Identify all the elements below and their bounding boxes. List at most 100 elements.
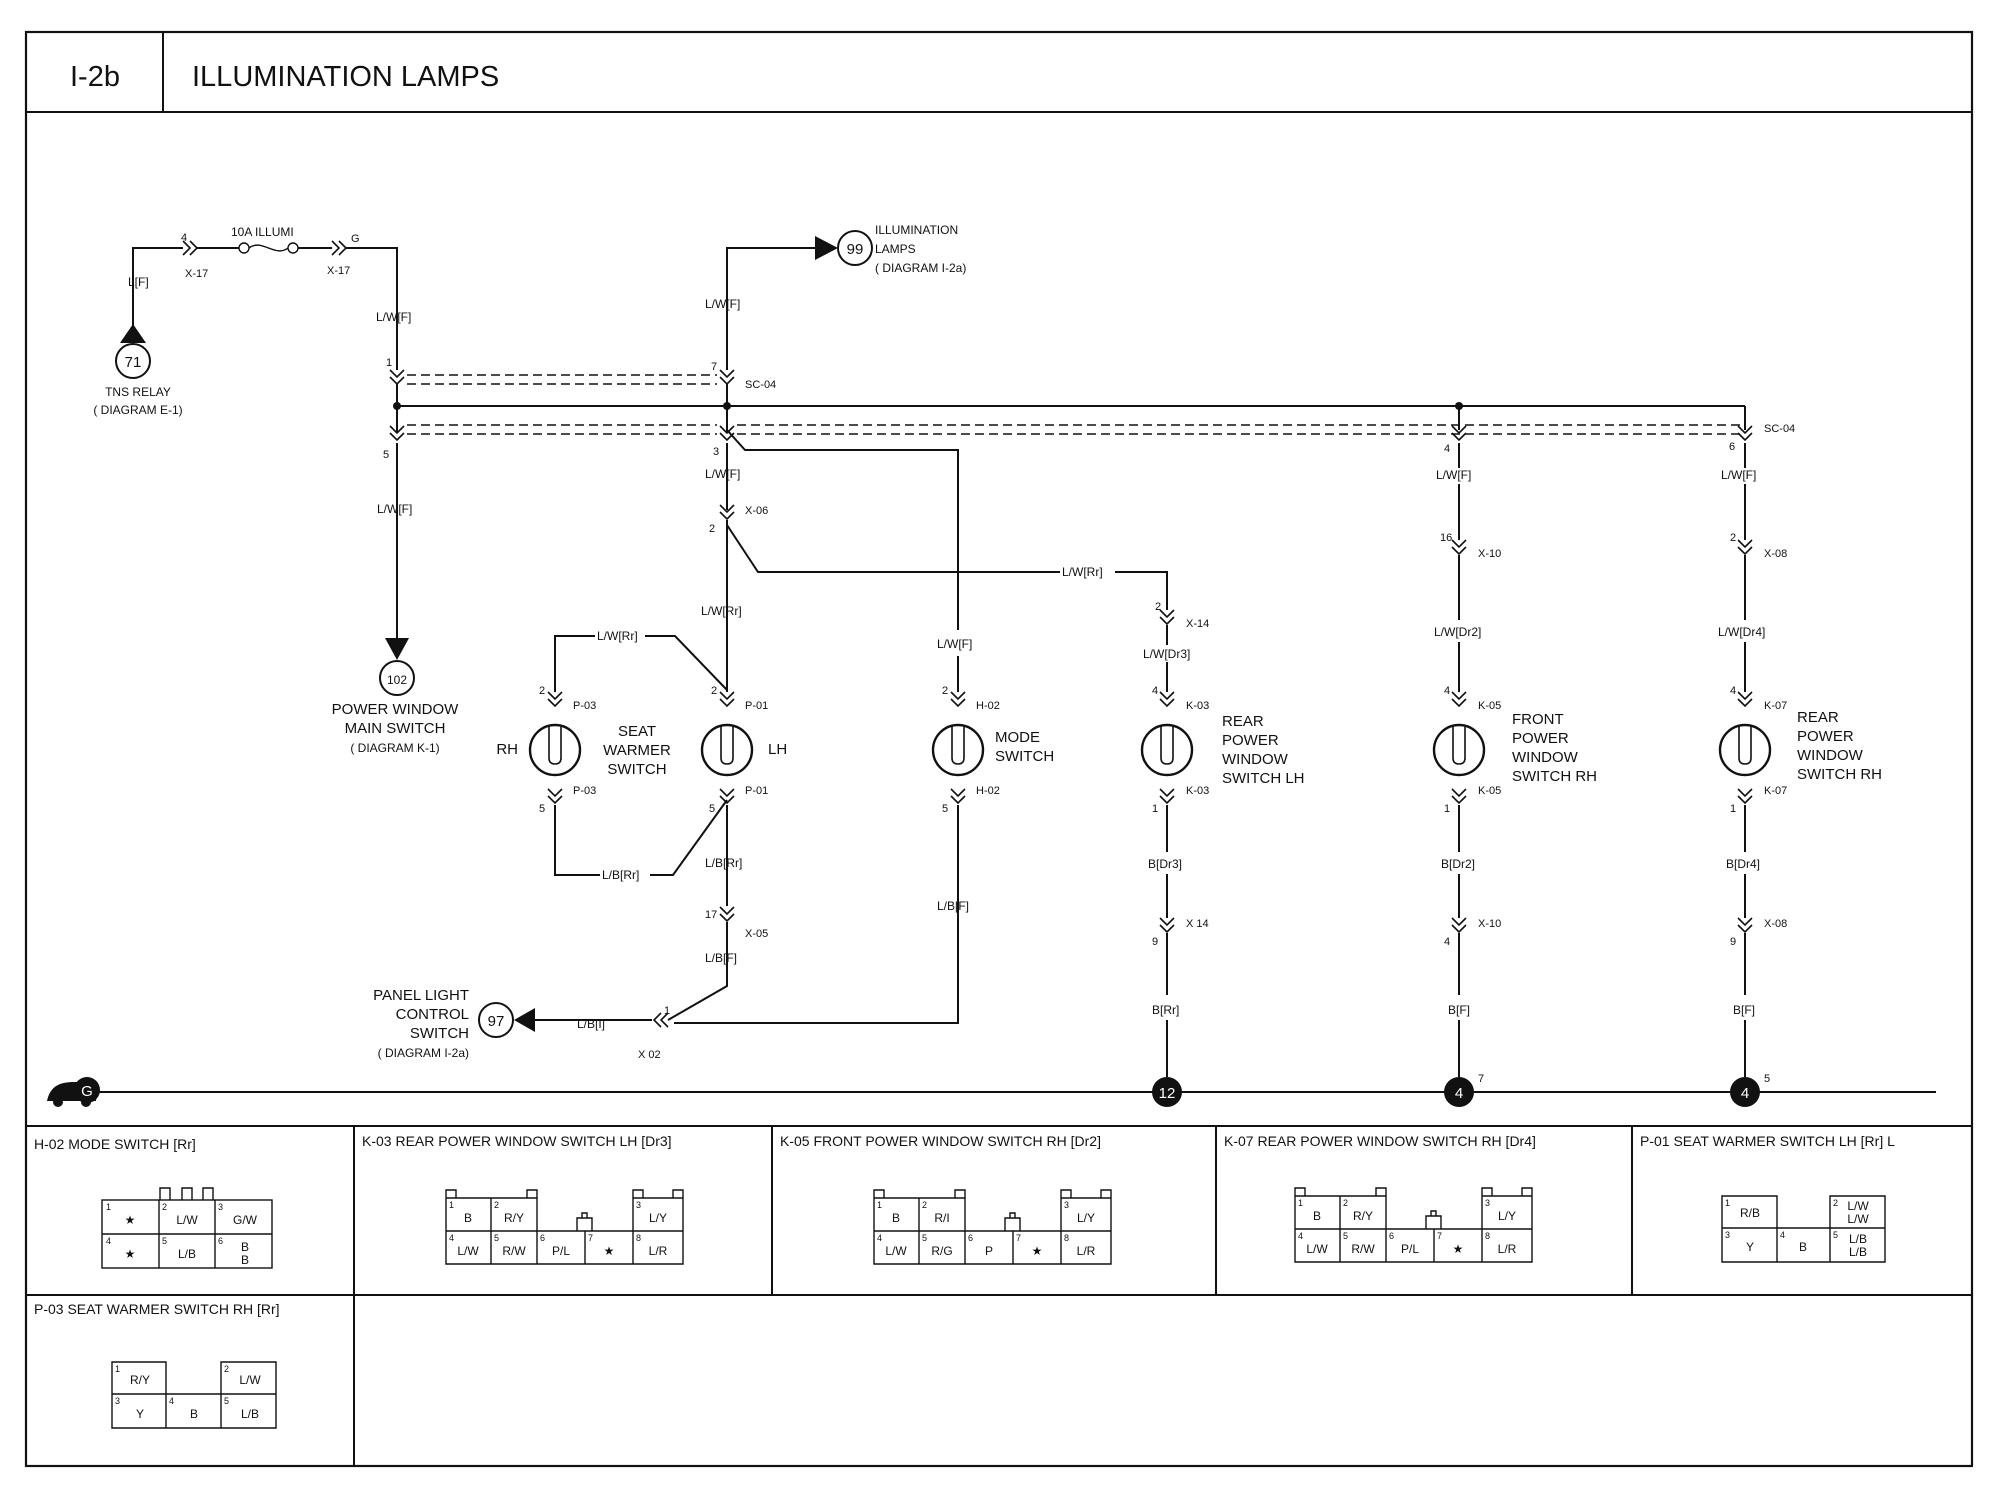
svg-text:4: 4 — [1730, 685, 1736, 697]
svg-text:4: 4 — [181, 232, 187, 244]
svg-text:2: 2 — [1343, 1198, 1348, 1208]
svg-text:8: 8 — [1485, 1231, 1490, 1241]
svg-text:WINDOW: WINDOW — [1797, 747, 1864, 764]
svg-text:2: 2 — [224, 1364, 229, 1374]
svg-text:SC-04: SC-04 — [745, 379, 776, 391]
svg-text:P/L: P/L — [552, 1244, 570, 1258]
svg-text:L/R: L/R — [1498, 1242, 1517, 1256]
svg-text:P: P — [985, 1244, 993, 1258]
svg-text:X-10: X-10 — [1478, 548, 1501, 560]
ground-4-badge-2 — [1730, 1077, 1760, 1107]
svg-text:4: 4 — [1741, 1085, 1749, 1102]
fuse-section: 10A ILLUMI 4 X-17 G X-17 L[F] 71 TNS REL… — [93, 225, 411, 417]
ground-4-badge — [1444, 1077, 1474, 1107]
svg-text:L/R: L/R — [649, 1244, 668, 1258]
svg-text:( DIAGRAM K-1): ( DIAGRAM K-1) — [350, 741, 439, 755]
svg-text:X 14: X 14 — [1186, 918, 1209, 930]
k05-connector-face: 1 B 2 R/I 3 L/Y 4 L/W 5 R/G 6 P 7 ★ 8 L/… — [873, 1189, 1112, 1265]
svg-text:1: 1 — [1730, 803, 1736, 815]
svg-text:6: 6 — [540, 1233, 545, 1243]
panel-k05-title: K-05 FRONT POWER WINDOW SWITCH RH [Dr2] — [780, 1133, 1101, 1149]
ref-badge-71 — [115, 343, 151, 379]
svg-text:6: 6 — [1729, 441, 1735, 453]
svg-text:6: 6 — [1389, 1231, 1394, 1241]
svg-text:4: 4 — [1298, 1231, 1303, 1241]
page-title: ILLUMINATION LAMPS — [192, 61, 499, 93]
svg-text:1: 1 — [449, 1200, 454, 1210]
svg-text:B: B — [190, 1407, 198, 1421]
svg-text:7: 7 — [1478, 1073, 1484, 1085]
svg-text:LAMPS: LAMPS — [875, 242, 916, 256]
rear-power-window-rh-label: REAR — [1797, 709, 1839, 726]
svg-text:2: 2 — [1155, 601, 1161, 613]
svg-text:K-05: K-05 — [1478, 785, 1501, 797]
svg-text:2: 2 — [709, 523, 715, 535]
svg-text:1: 1 — [386, 357, 392, 369]
rear-power-window-rh-column: L/W[F] 2 X-08 L/W[Dr4] 4 K-07 REAR POWER… — [1718, 443, 1882, 1077]
svg-text:★: ★ — [1032, 1244, 1043, 1258]
svg-text:R/W: R/W — [1351, 1242, 1375, 1256]
svg-text:7: 7 — [711, 361, 717, 373]
svg-text:4: 4 — [877, 1233, 882, 1243]
svg-text:H-02: H-02 — [976, 700, 1000, 712]
svg-text:B: B — [241, 1253, 249, 1267]
svg-text:2: 2 — [711, 685, 717, 697]
svg-text:X-17: X-17 — [327, 265, 350, 277]
front-power-window-rh-column: 4 L/W[F] 16 X-10 L/W[Dr2] 4 K-05 FRONT P… — [1432, 406, 1597, 1077]
panel-p03-title: P-03 SEAT WARMER SWITCH RH [Rr] — [34, 1301, 280, 1317]
svg-text:R/I: R/I — [934, 1211, 949, 1225]
svg-text:G/W: G/W — [233, 1213, 258, 1227]
svg-text:★: ★ — [125, 1213, 136, 1227]
svg-text:X-17: X-17 — [185, 268, 208, 280]
svg-text:99: 99 — [847, 241, 864, 258]
svg-text:L/W[F]: L/W[F] — [705, 297, 740, 311]
svg-text:L/W[Rr]: L/W[Rr] — [597, 629, 638, 643]
svg-text:4: 4 — [1152, 685, 1158, 697]
svg-text:4: 4 — [169, 1396, 174, 1406]
svg-text:16: 16 — [1440, 532, 1452, 544]
h02-connector-face: 1 ★ 2 L/W 3 G/W 4 ★ 5 L/B 6 B B — [101, 1187, 273, 1269]
svg-text:P/L: P/L — [1401, 1242, 1419, 1256]
svg-text:POWER: POWER — [1222, 732, 1279, 749]
svg-text:L/W[F]: L/W[F] — [1436, 468, 1471, 482]
k03-connector-face: 1 B 2 R/Y 3 L/Y 4 L/W 5 R/W 6 P/L 7 ★ 8 … — [445, 1189, 684, 1265]
svg-text:SWITCH RH: SWITCH RH — [1512, 768, 1597, 785]
svg-text:WINDOW: WINDOW — [1512, 749, 1579, 766]
svg-text:1: 1 — [664, 1005, 670, 1017]
svg-text:L/W: L/W — [885, 1244, 907, 1258]
svg-text:3: 3 — [218, 1202, 223, 1212]
svg-text:1: 1 — [106, 1202, 111, 1212]
svg-text:1: 1 — [1444, 803, 1450, 815]
svg-text:7: 7 — [1437, 1231, 1442, 1241]
svg-text:R/B: R/B — [1740, 1206, 1760, 1220]
svg-text:G: G — [351, 233, 360, 245]
power-window-main-switch-label: POWER WINDOW — [332, 701, 459, 718]
svg-text:4: 4 — [1780, 1230, 1785, 1240]
svg-text:★: ★ — [1453, 1242, 1464, 1256]
svg-text:1: 1 — [1725, 1198, 1730, 1208]
svg-text:L/B[Rr]: L/B[Rr] — [705, 856, 742, 870]
svg-text:L/Y: L/Y — [649, 1211, 667, 1225]
svg-text:★: ★ — [125, 1247, 136, 1261]
svg-text:SWITCH: SWITCH — [410, 1025, 469, 1042]
svg-text:5: 5 — [539, 803, 545, 815]
panel-k03-title: K-03 REAR POWER WINDOW SWITCH LH [Dr3] — [362, 1133, 672, 1149]
svg-text:L/W: L/W — [1847, 1212, 1869, 1226]
svg-text:B[Rr]: B[Rr] — [1152, 1003, 1179, 1017]
svg-text:4: 4 — [106, 1236, 111, 1246]
svg-text:L/B[Rr]: L/B[Rr] — [602, 868, 639, 882]
p03-connector-face: 1 R/Y 2 L/W 3 Y 4 B 5 L/B — [111, 1361, 277, 1429]
svg-text:X-08: X-08 — [1764, 918, 1787, 930]
svg-text:12: 12 — [1159, 1085, 1176, 1102]
rear-power-window-lh-column: 2 X-14 L/W[Dr3] 4 K-03 REAR POWER WINDOW… — [1140, 601, 1305, 1077]
svg-text:L/B: L/B — [1849, 1245, 1867, 1259]
svg-text:B[F]: B[F] — [1733, 1003, 1755, 1017]
svg-text:3: 3 — [1725, 1230, 1730, 1240]
svg-text:B[Dr3]: B[Dr3] — [1148, 857, 1182, 871]
splice-bus: 1 5 SC-04 6 — [383, 357, 1795, 461]
svg-text:L/R: L/R — [1077, 1244, 1096, 1258]
svg-text:1: 1 — [115, 1364, 120, 1374]
svg-text:L/W: L/W — [239, 1373, 261, 1387]
svg-text:K-05: K-05 — [1478, 700, 1501, 712]
